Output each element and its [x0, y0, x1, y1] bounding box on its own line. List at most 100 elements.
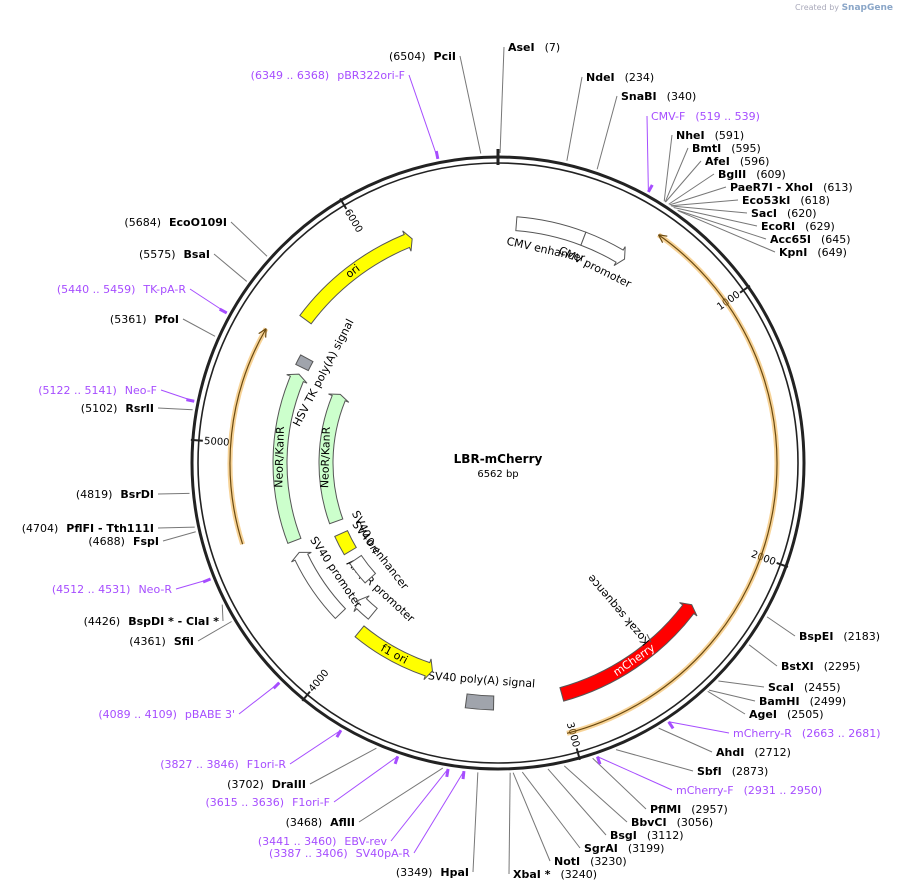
svg-text:(3702)DraIII[interactable]: (3702)DraIII: [227, 778, 306, 791]
primer-cmv-f[interactable]: CMV-F(519 .. 539): [651, 110, 760, 123]
site-labels[interactable]: AseI(7) (6504)PciI NdeI(234) SnaBI(340) NheI…: [22, 41, 881, 881]
primer-ebv-rev[interactable]: (3441 .. 3460)EBV-rev: [258, 835, 388, 848]
svg-text:(4688)FspI[interactable]: (4688)FspI: [88, 535, 159, 548]
feature-shape[interactable]: [353, 595, 378, 620]
enzyme-pcii[interactable]: (6504)PciI: [389, 50, 456, 63]
feature-sv40-polya[interactable]: SV40 poly(A) signal: [428, 669, 536, 711]
feature-ori[interactable]: ori: [299, 230, 413, 325]
svg-text:BmtI(595)[interactable]: BmtI(595): [692, 142, 761, 155]
primer-sv40pa-r[interactable]: (3387 .. 3406)SV40pA-R: [269, 847, 410, 860]
enzyme-asei[interactable]: AseI(7): [508, 41, 560, 54]
feature-shape[interactable]: [580, 231, 626, 267]
feature-shape[interactable]: [291, 551, 347, 620]
enzyme-pflmi[interactable]: PflMI(2957): [650, 803, 728, 816]
svg-text:(3441 .. 3460)EBV-rev[interactable]: (3441 .. 3460)EBV-rev: [258, 835, 388, 848]
enzyme-ecori[interactable]: EcoRI(629): [761, 220, 835, 233]
svg-text:BglII(609)[interactable]: BglII(609): [718, 168, 786, 181]
enzyme-bsai[interactable]: (5575)BsaI: [139, 248, 210, 261]
svg-text:SbfI(2873)[interactable]: SbfI(2873): [697, 765, 768, 778]
svg-text:(5122 .. 5141)Neo-F[interactable]: (5122 .. 5141)Neo-F: [38, 384, 157, 397]
primer-mcherry-f[interactable]: mCherry-F(2931 .. 2950): [676, 784, 822, 797]
enzyme-hpai[interactable]: (3349)HpaI: [396, 866, 469, 879]
svg-text:AseI(7)[interactable]: AseI(7): [508, 41, 560, 54]
primer-neo-r[interactable]: (4512 .. 4531)Neo-R: [52, 583, 172, 596]
enzyme-scai[interactable]: ScaI(2455): [768, 681, 841, 694]
svg-text:PflMI(2957)[interactable]: PflMI(2957): [650, 803, 728, 816]
svg-text:(3349)HpaI[interactable]: (3349)HpaI: [396, 866, 469, 879]
primer-pbr322ori-f[interactable]: (6349 .. 6368)pBR322ori-F: [251, 69, 405, 82]
svg-text:(3615 .. 3636)F1ori-F[interactable]: (3615 .. 3636)F1ori-F: [206, 796, 331, 809]
enzyme-xbai[interactable]: XbaI *(3240): [513, 868, 597, 881]
svg-text:(4361)SfiI[interactable]: (4361)SfiI: [129, 635, 194, 648]
svg-text:PaeR7I - XhoI(613)[interactable]: PaeR7I - XhoI(613): [730, 181, 853, 194]
enzyme-paer7i-xhoi[interactable]: PaeR7I - XhoI(613): [730, 181, 853, 194]
svg-text:Eco53kI(618)[interactable]: Eco53kI(618): [742, 194, 830, 207]
svg-text:NotI(3230)[interactable]: NotI(3230): [554, 855, 627, 868]
svg-text:BstXI(2295)[interactable]: BstXI(2295): [781, 660, 860, 673]
enzyme-eco53ki[interactable]: Eco53kI(618): [742, 194, 830, 207]
enzyme-ahdi[interactable]: AhdI(2712): [716, 746, 791, 759]
svg-text:BsgI(3112)[interactable]: BsgI(3112): [610, 829, 683, 842]
enzyme-draiii[interactable]: (3702)DraIII: [227, 778, 306, 791]
svg-text:(5440 .. 5459)TK-pA-R[interactable]: (5440 .. 5459)TK-pA-R: [57, 283, 187, 296]
enzyme-sfii[interactable]: (4361)SfiI: [129, 635, 194, 648]
enzyme-bspei[interactable]: BspEI(2183): [799, 630, 880, 643]
enzyme-noti[interactable]: NotI(3230): [554, 855, 627, 868]
enzyme-agei[interactable]: AgeI(2505): [749, 708, 824, 721]
primer-mcherry-r[interactable]: mCherry-R(2663 .. 2681): [733, 727, 880, 740]
enzyme-ndei[interactable]: NdeI(234): [586, 71, 654, 84]
feature-shape[interactable]: [295, 354, 314, 372]
enzyme-bsrdi[interactable]: (4819)BsrDI: [76, 488, 154, 501]
primer-pbabe-3[interactable]: (4089 .. 4109)pBABE 3': [98, 708, 235, 721]
svg-text:mCherry-F(2931 .. 2950)[interactable]: mCherry-F(2931 .. 2950): [676, 784, 822, 797]
svg-text:(4089 .. 4109)pBABE 3'[interactable]: (4089 .. 4109)pBABE 3': [98, 708, 235, 721]
svg-text:SgrAI(3199)[interactable]: SgrAI(3199): [584, 842, 664, 855]
enzyme-afei[interactable]: AfeI(596): [705, 155, 769, 168]
enzyme-fspi[interactable]: (4688)FspI: [88, 535, 159, 548]
svg-text:(4426)BspDI * - ClaI *[interactable]: (4426)BspDI * - ClaI *: [84, 615, 220, 628]
svg-text:(4819)BsrDI[interactable]: (4819)BsrDI: [76, 488, 154, 501]
svg-text:(5102)RsrII[interactable]: (5102)RsrII: [81, 402, 154, 415]
feature-neor-kanr-inner[interactable]: NeoR/KanR: [318, 393, 350, 525]
enzyme-bstxi[interactable]: BstXI(2295): [781, 660, 860, 673]
feature-hsv-tk-polya[interactable]: HSV TK poly(A) signal: [290, 317, 356, 429]
feature-shape[interactable]: [299, 230, 413, 325]
svg-text:(3387 .. 3406)SV40pA-R[interactable]: (3387 .. 3406)SV40pA-R: [269, 847, 410, 860]
primer-f1ori-f[interactable]: (3615 .. 3636)F1ori-F: [206, 796, 331, 809]
primer-tk-pa-r[interactable]: (5440 .. 5459)TK-pA-R: [57, 283, 187, 296]
enzyme-pflfi-tth111i[interactable]: (4704)PflFI - Tth111I: [22, 522, 154, 535]
feature-shape[interactable]: [349, 554, 377, 584]
enzyme-kpni[interactable]: KpnI(649): [779, 246, 847, 259]
svg-text:(5684)EcoO109I[interactable]: (5684)EcoO109I: [124, 216, 227, 229]
svg-text:NheI(591)[interactable]: NheI(591): [676, 129, 744, 142]
enzyme-bbvci[interactable]: BbvCI(3056): [631, 816, 713, 829]
feature-shape[interactable]: [318, 393, 350, 525]
enzyme-bmti[interactable]: BmtI(595): [692, 142, 761, 155]
svg-text:(4512 .. 4531)Neo-R[interactable]: (4512 .. 4531)Neo-R: [52, 583, 172, 596]
enzyme-ecoo109i[interactable]: (5684)EcoO109I: [124, 216, 227, 229]
enzyme-sgrai[interactable]: SgrAI(3199): [584, 842, 664, 855]
enzyme-bglii[interactable]: BglII(609): [718, 168, 786, 181]
svg-text:(5575)BsaI[interactable]: (5575)BsaI: [139, 248, 210, 261]
enzyme-bsgi[interactable]: BsgI(3112): [610, 829, 683, 842]
enzyme-aflii[interactable]: (3468)AflII: [286, 816, 355, 829]
feature-shape[interactable]: [559, 602, 698, 702]
svg-text:SacI(620)[interactable]: SacI(620): [751, 207, 817, 220]
enzyme-acc65i[interactable]: Acc65I(645): [770, 233, 851, 246]
svg-text:EcoRI(629)[interactable]: EcoRI(629): [761, 220, 835, 233]
svg-text:mCherry-R(2663 .. 2681)[interactable]: mCherry-R(2663 .. 2681): [733, 727, 880, 740]
feature-shape[interactable]: [354, 625, 433, 681]
enzyme-sbfi[interactable]: SbfI(2873): [697, 765, 768, 778]
enzyme-saci[interactable]: SacI(620): [751, 207, 817, 220]
svg-text:(3827 .. 3846)F1ori-R[interactable]: (3827 .. 3846)F1ori-R: [160, 758, 286, 771]
svg-text:(5361)PfoI[interactable]: (5361)PfoI: [110, 313, 179, 326]
svg-text:NdeI(234)[interactable]: NdeI(234): [586, 71, 654, 84]
enzyme-rsrii[interactable]: (5102)RsrII: [81, 402, 154, 415]
svg-text:(4704)PflFI - Tth111I[interactable]: (4704)PflFI - Tth111I: [22, 522, 154, 535]
feature-f1-ori[interactable]: f1 ori: [354, 625, 433, 681]
feature-neor-kanr-outer[interactable]: NeoR/KanR: [272, 373, 308, 545]
svg-text:KpnI(649)[interactable]: KpnI(649): [779, 246, 847, 259]
svg-text:(6349 .. 6368)pBR322ori-F[interactable]: (6349 .. 6368)pBR322ori-F: [251, 69, 405, 82]
feature-shape[interactable]: [464, 693, 495, 711]
enzyme-snabi[interactable]: SnaBI(340): [621, 90, 696, 103]
